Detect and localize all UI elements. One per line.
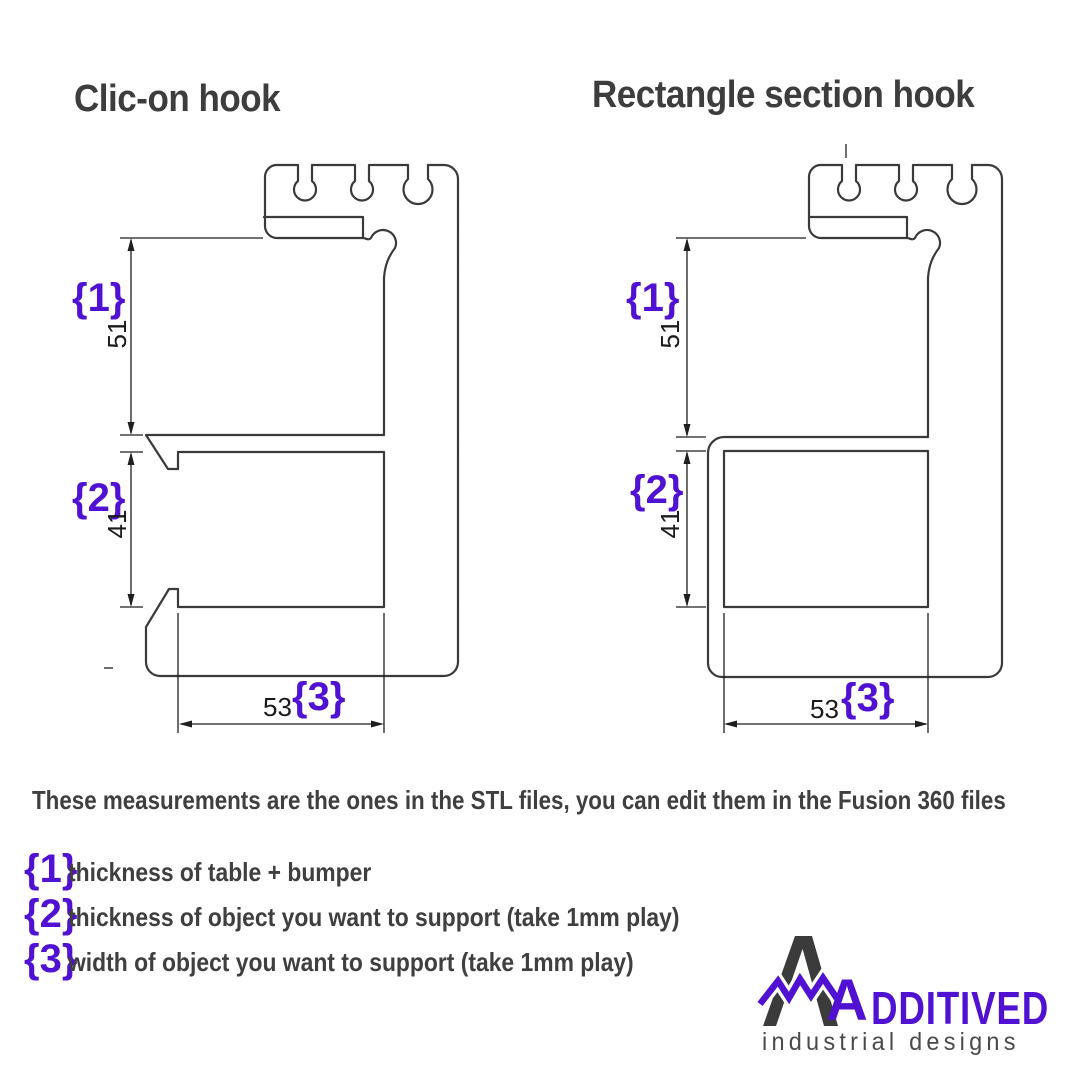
logo-initial: A [826,968,868,1033]
left-tag-3: {3} [292,675,346,719]
legend-text-2: thickness of object you want to support … [68,902,680,932]
legend-tag-3: {3} [24,937,78,981]
legend-tag-2: {2} [24,892,78,936]
rectangle-section-hook-drawing [676,144,1004,733]
title-clic-on-hook: Clic-on hook [74,78,281,120]
clic-on-hook-dimension-lines [120,237,385,733]
right-dim-53: 53 [810,694,839,724]
logo-tagline: industrial designs [762,1028,1020,1056]
legend-text-1: thickness of table + bumper [68,857,372,887]
legend-tag-1: {1} [24,847,78,891]
rectangle-hook-lip-lines [807,215,909,240]
left-tag-2: {2} [72,476,126,520]
right-tag-1: {1} [626,276,680,320]
measurements-note: These measurements are the ones in the S… [32,785,1006,815]
rectangle-hook-dimension-lines [676,237,929,733]
title-rectangle-section-hook: Rectangle section hook [592,74,975,116]
right-tag-3: {3} [841,676,895,720]
left-dim-53: 53 [263,692,292,722]
rectangle-hook-outline [706,163,1004,679]
object-section-rectangle [722,449,930,609]
logo-name: DDITIVED [871,982,1050,1034]
legend-text-3: width of object you want to support (tak… [68,947,634,977]
right-tag-2: {2} [630,468,684,512]
clic-on-hook-outline [144,163,460,678]
left-tag-1: {1} [72,276,126,320]
clic-on-hook-drawing [104,163,460,733]
clic-on-hook-lip-lines [262,215,365,240]
